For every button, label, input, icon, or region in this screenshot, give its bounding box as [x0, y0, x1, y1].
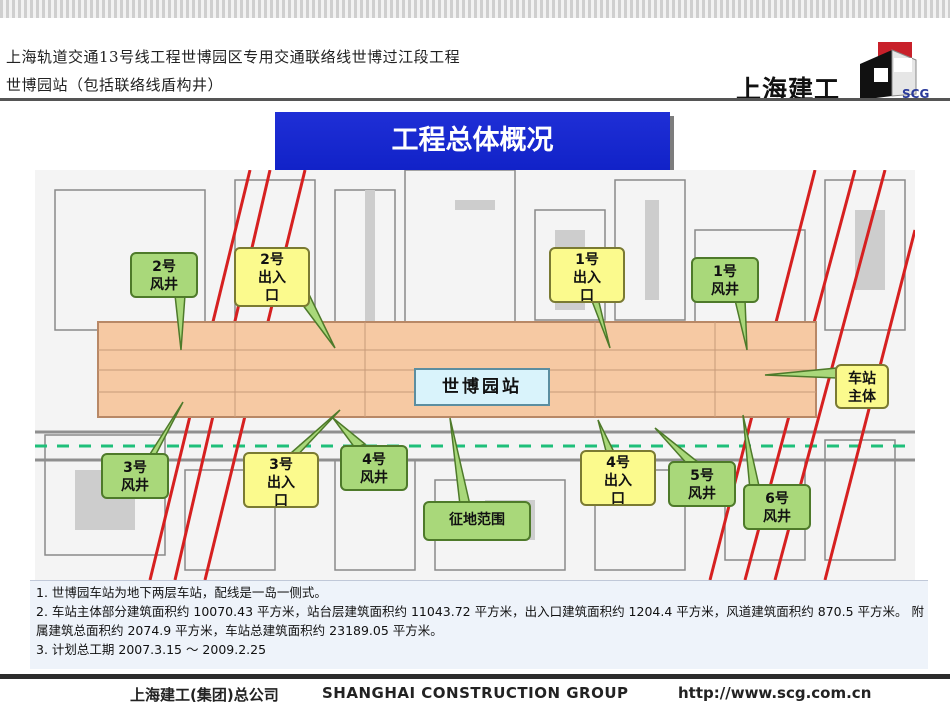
- callout-line: 3号: [269, 457, 293, 473]
- exit-4-callout: 4号出入口: [580, 450, 656, 507]
- callout-line: 5号: [690, 468, 714, 484]
- vent-shaft-5-callout: 5号风井: [668, 461, 736, 507]
- callout-line: 2号: [152, 259, 176, 275]
- footer-divider: [0, 674, 950, 679]
- project-notes: 1. 世博园车站为地下两层车站，配线是一岛一侧式。 2. 车站主体部分建筑面积约…: [30, 580, 928, 669]
- callout-line: 出入: [258, 270, 286, 286]
- footer-company-en: SHANGHAI CONSTRUCTION GROUP: [322, 684, 629, 702]
- page-header: 上海轨道交通13号线工程世博园区专用交通联络线世博过江段工程 世博园站（包括联络…: [0, 18, 950, 104]
- decorative-top-strip: [0, 0, 950, 18]
- exit-1-callout: 1号出入口: [549, 247, 625, 304]
- callout-line: 出入: [267, 475, 295, 491]
- vent-shaft-2-callout: 2号风井: [130, 252, 198, 298]
- page-footer: 上海建工(集团)总公司 SHANGHAI CONSTRUCTION GROUP …: [0, 684, 950, 713]
- station-body-callout: 车站主体: [835, 364, 889, 409]
- project-name-line1: 上海轨道交通13号线工程世博园区专用交通联络线世博过江段工程: [6, 48, 461, 66]
- callout-line: 风井: [121, 478, 149, 494]
- callout-line: 6号: [765, 491, 789, 507]
- slide-title: 工程总体概况: [275, 112, 670, 170]
- exit-2-callout: 2号出入口: [234, 247, 310, 307]
- header-divider: [0, 98, 950, 101]
- station-name-label: 世博园站: [414, 368, 550, 406]
- callout-line: 口: [265, 288, 279, 304]
- callout-line: 风井: [763, 509, 791, 525]
- vent-shaft-6-callout: 6号风井: [743, 484, 811, 530]
- callout-line: 口: [580, 288, 594, 304]
- callout-line: 口: [274, 493, 288, 509]
- exit-3-callout: 3号出入口: [243, 452, 319, 509]
- scg-logo-icon: SCG: [860, 42, 929, 101]
- callout-line: 2号: [260, 252, 284, 268]
- callout-line: 4号: [606, 455, 630, 471]
- vent-shaft-1-callout: 1号风井: [691, 257, 759, 303]
- note-item: 3. 计划总工期 2007.3.15 ～ 2009.2.25: [36, 642, 267, 657]
- callout-line: 4号: [362, 452, 386, 468]
- callout-line: 风井: [688, 486, 716, 502]
- callout-line: 出入: [604, 473, 632, 489]
- callout-line: 征地范围: [449, 512, 505, 528]
- vent-shaft-3-callout: 3号风井: [101, 453, 169, 499]
- map-roads: [35, 430, 915, 462]
- callout-line: 主体: [848, 389, 876, 405]
- vent-shaft-4-callout: 4号风井: [340, 445, 408, 491]
- callout-line: 车站: [848, 371, 876, 387]
- callout-line: 风井: [711, 282, 739, 298]
- land-acquisition-callout: 征地范围: [423, 501, 531, 541]
- callout-line: 口: [611, 491, 625, 507]
- footer-url-link[interactable]: http://www.scg.com.cn: [678, 684, 872, 702]
- callout-line: 1号: [575, 252, 599, 268]
- footer-company-cn: 上海建工(集团)总公司: [130, 686, 279, 704]
- callout-line: 3号: [123, 460, 147, 476]
- project-name-line2: 世博园站（包括联络线盾构井）: [6, 76, 224, 94]
- note-item: 2. 车站主体部分建筑面积约 10070.43 平方米，站台层建筑面积约 110…: [36, 604, 924, 638]
- callout-line: 风井: [150, 277, 178, 293]
- note-item: 1. 世博园车站为地下两层车站，配线是一岛一侧式。: [36, 585, 327, 600]
- callout-line: 1号: [713, 264, 737, 280]
- callout-line: 风井: [360, 470, 388, 486]
- callout-line: 出入: [573, 270, 601, 286]
- logo-text: SCG: [902, 87, 929, 101]
